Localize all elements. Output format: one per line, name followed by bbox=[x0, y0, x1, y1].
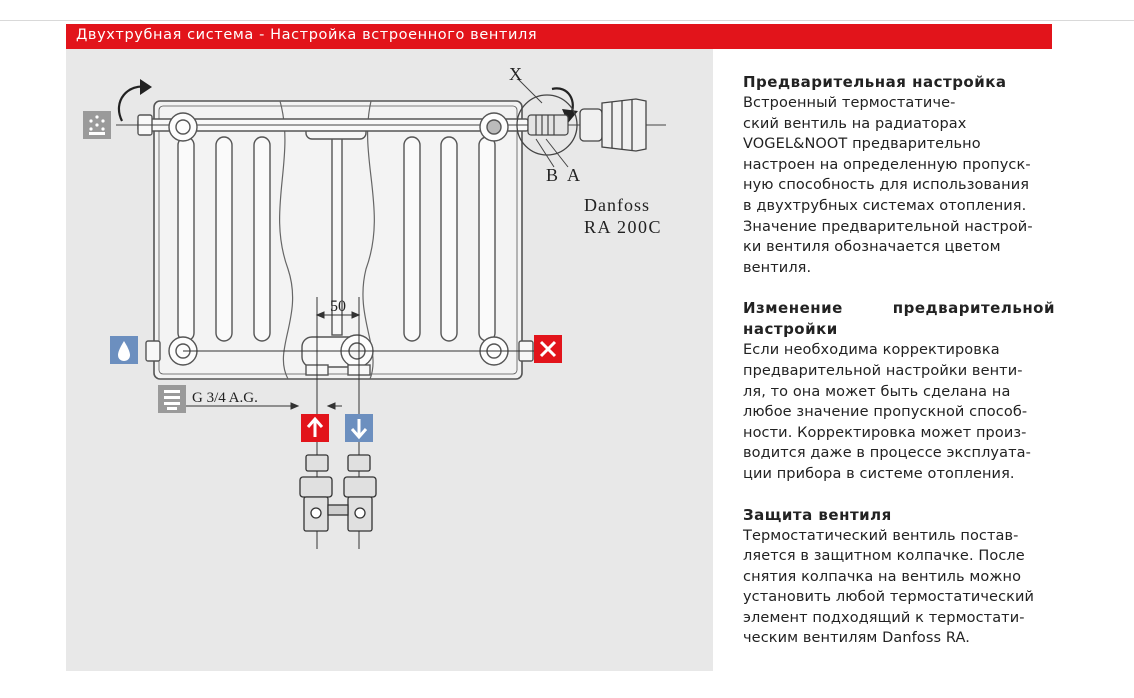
label-b: B bbox=[546, 165, 558, 185]
thread-dimension bbox=[181, 402, 342, 410]
valve-brand-label: Danfoss bbox=[584, 195, 650, 215]
water-drop-icon bbox=[110, 336, 138, 364]
section-change-presetting: Изменение предварительной настройки Если… bbox=[743, 298, 1055, 484]
dimension-50 bbox=[315, 311, 361, 319]
section-body-presetting: Встроенный термостатиче- ский вентиль на… bbox=[743, 95, 1033, 276]
a-leader-line bbox=[545, 138, 569, 168]
x-leader-line bbox=[517, 78, 543, 104]
air-vent-icon bbox=[83, 111, 111, 139]
thread-icon bbox=[158, 385, 186, 413]
dimension-50-label: 50 bbox=[330, 298, 346, 315]
section-title-presetting: Предварительная настройка bbox=[743, 73, 1007, 91]
radiator-channels bbox=[177, 136, 496, 342]
label-x: X bbox=[509, 64, 522, 84]
closed-cross-icon bbox=[534, 335, 562, 363]
section-body-valve-protection: Термостатический вентиль постав- ляется … bbox=[743, 527, 1035, 647]
top-supply-pipe bbox=[116, 114, 666, 136]
thermostatic-head bbox=[579, 98, 647, 152]
connection-fittings bbox=[299, 454, 377, 532]
rotation-arrowhead-left bbox=[140, 79, 152, 95]
thread-label: G 3/4 A.G. bbox=[192, 390, 258, 406]
valve-insert bbox=[527, 114, 569, 136]
label-a: A bbox=[567, 165, 580, 185]
b-leader-line bbox=[535, 138, 555, 168]
section-presetting: Предварительная настройка Встроенный тер… bbox=[743, 72, 1055, 278]
page-title: Двухтрубная система - Настройка встроенн… bbox=[76, 27, 538, 43]
section-title-change-presetting: Изменение предварительной настройки bbox=[743, 299, 1055, 339]
valve-detail-circle bbox=[516, 94, 578, 156]
section-title-valve-protection: Защита вентиля bbox=[743, 505, 892, 524]
return-arrow-icon bbox=[345, 414, 373, 442]
supply-arrow-icon bbox=[301, 414, 329, 442]
top-divider bbox=[0, 20, 1134, 21]
title-bar: Двухтрубная система - Настройка встроенн… bbox=[66, 24, 1052, 49]
section-body-change-presetting: Если необходима корректировка предварите… bbox=[743, 342, 1031, 482]
section-valve-protection: Защита вентиля Термостатический вентиль … bbox=[743, 505, 1055, 650]
text-column: Предварительная настройка Встроенный тер… bbox=[743, 72, 1055, 669]
valve-model-label: RA 200C bbox=[584, 217, 662, 237]
radiator-diagram: 50 G 3/4 A.G. X B A Danfoss RA 200C bbox=[83, 64, 666, 549]
